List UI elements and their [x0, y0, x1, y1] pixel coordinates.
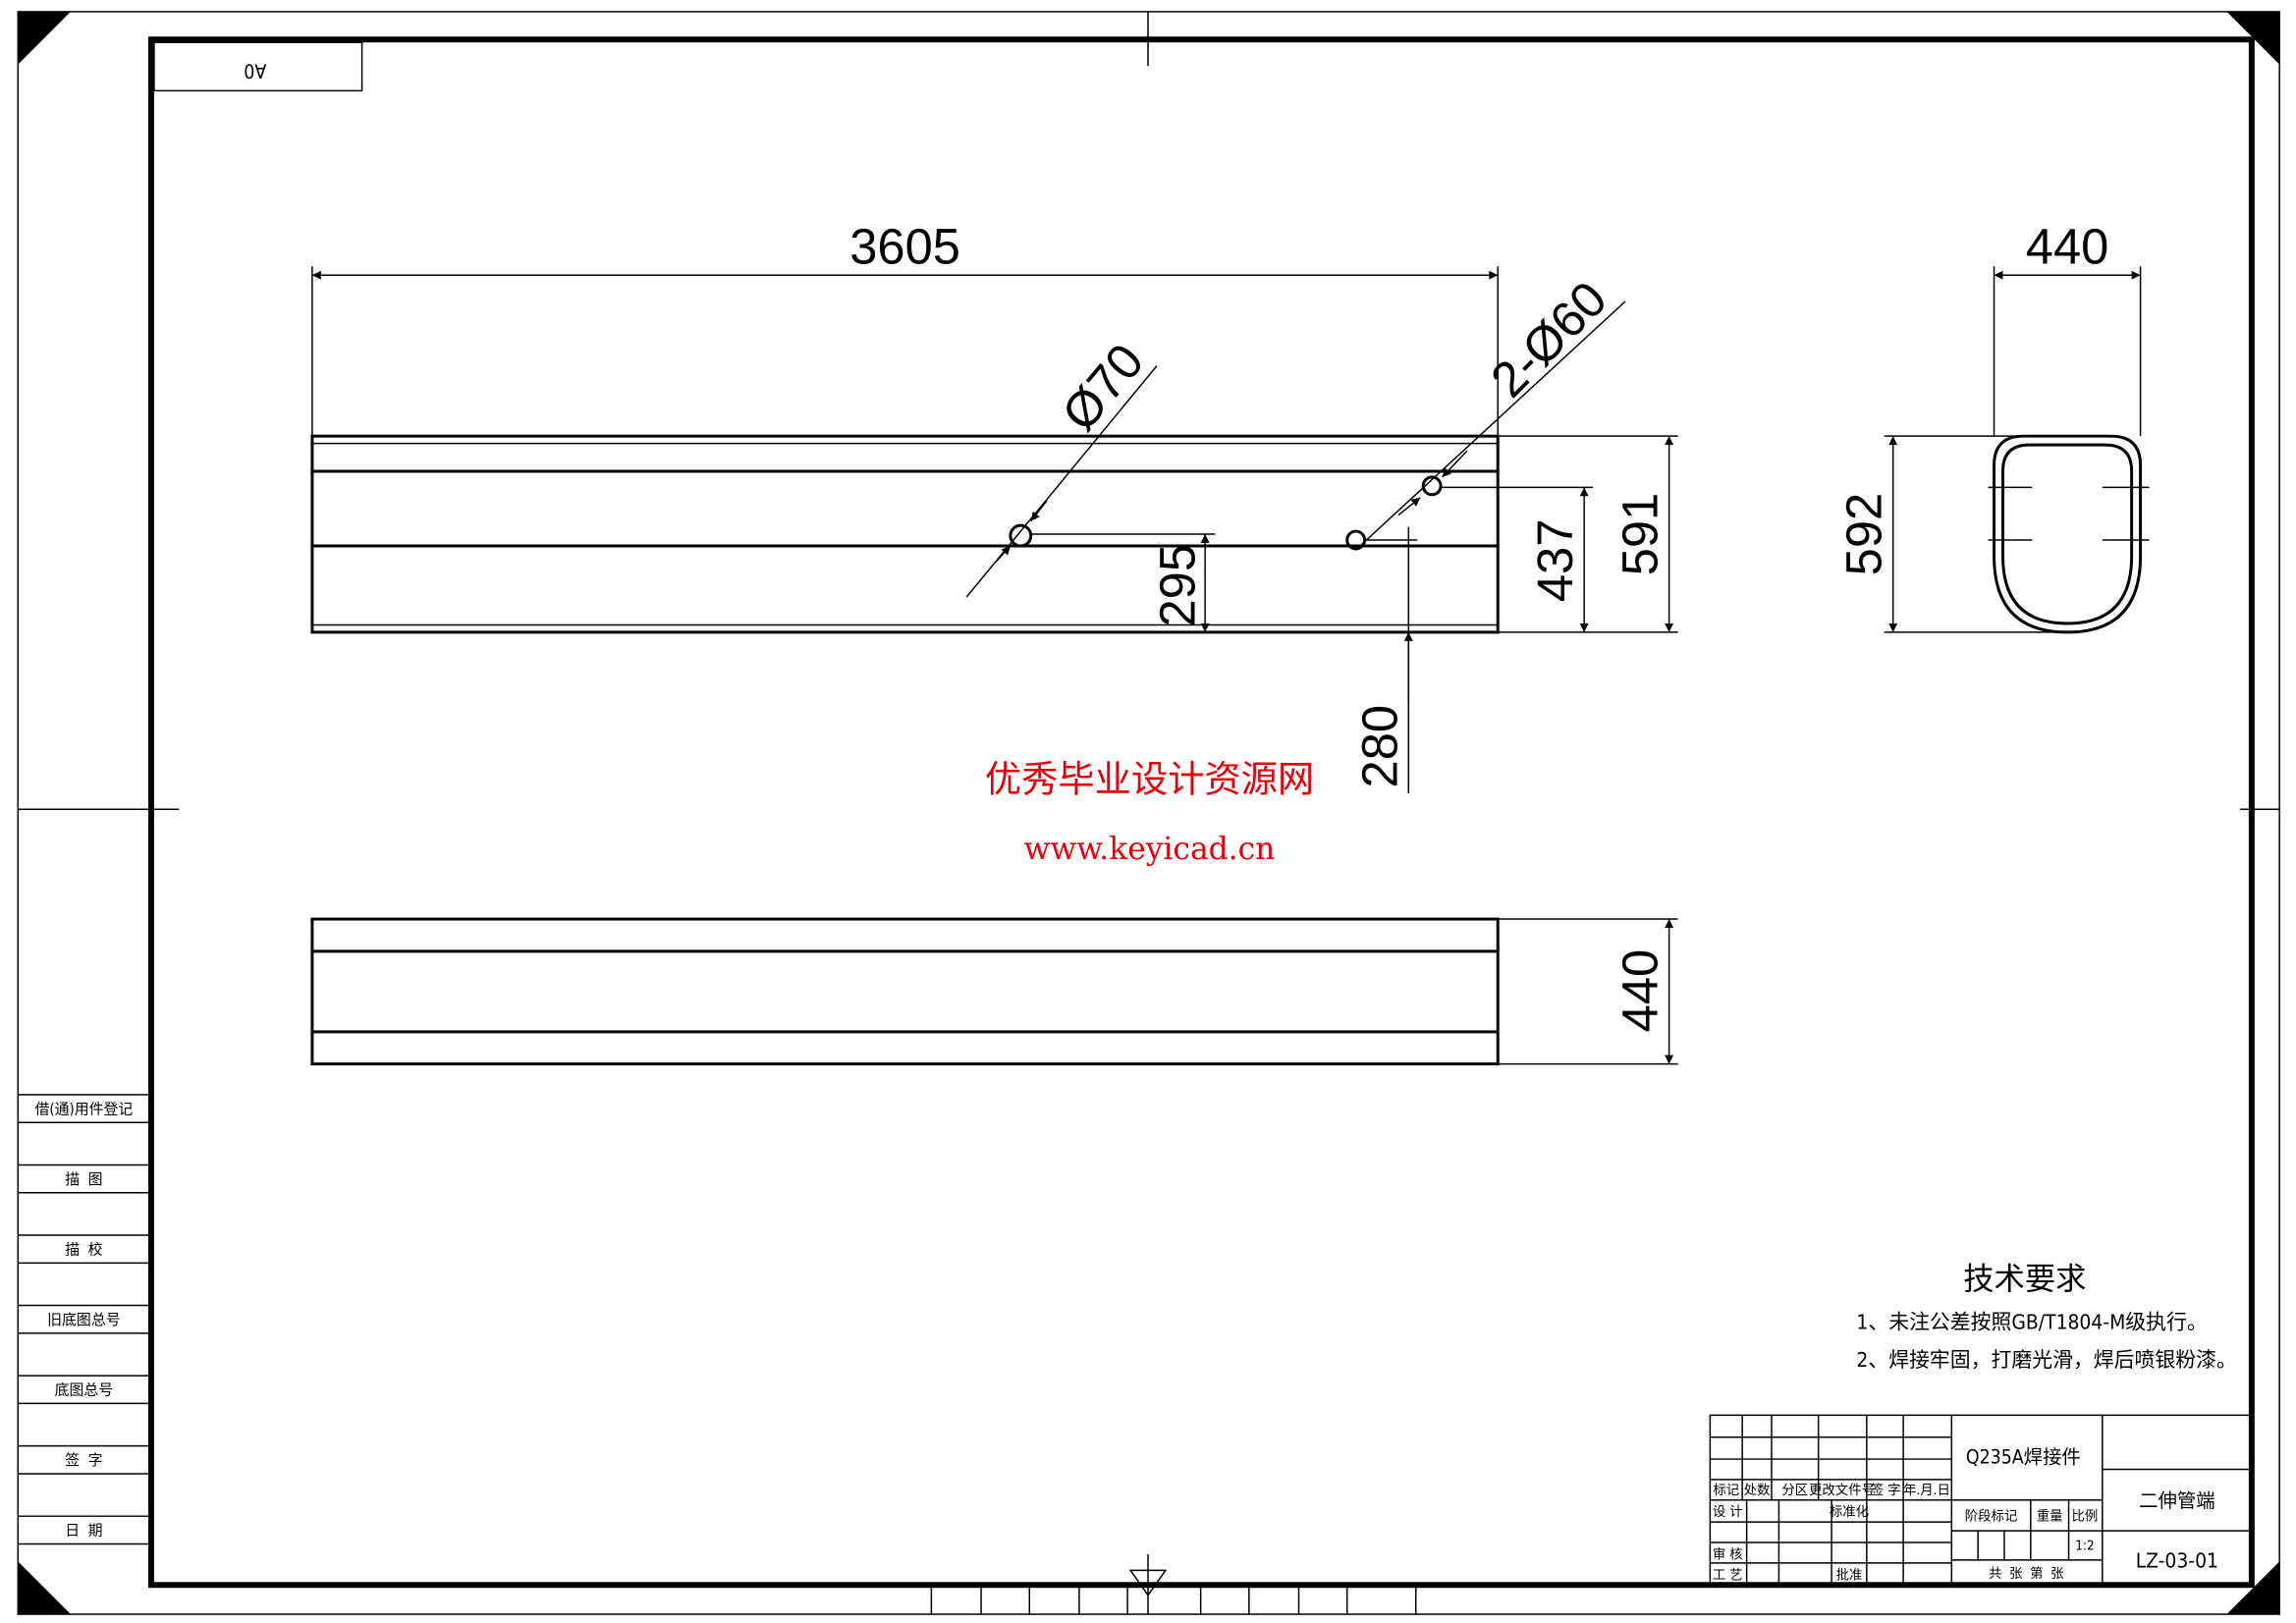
sheet-size-box [153, 41, 363, 92]
strip-label-base-no: 底图总号 [55, 1380, 114, 1398]
dim-holes-60: 2-Ø60 [1480, 270, 1617, 407]
front-view [310, 434, 1500, 634]
corner-marks [18, 11, 2280, 1615]
side-view [1988, 434, 2150, 634]
left-strip [18, 1094, 148, 1545]
note-2: 2、焊接牢固，打磨光滑，焊后喷银粉漆。 [1856, 1348, 2236, 1372]
tb-sheets: 共 张 第 张 [1989, 1565, 2064, 1582]
dim-591: 591 [1613, 493, 1668, 576]
tb-scale-value: 1:2 [2075, 1539, 2094, 1553]
hole-70 [1009, 523, 1033, 548]
tb-material: Q235A焊接件 [1966, 1446, 2081, 1469]
dim-side-440: 440 [2026, 218, 2109, 274]
notes-title: 技术要求 [1963, 1262, 2086, 1297]
hole-60-a [1421, 475, 1443, 497]
strip-label-borrowed: 借(通)用件登记 [34, 1100, 133, 1117]
tb-design: 设 计 [1713, 1504, 1743, 1520]
tb-header-zone: 分区 [1781, 1483, 1808, 1498]
tb-process: 工 艺 [1713, 1567, 1743, 1583]
tb-header-mark: 标记 [1713, 1483, 1739, 1498]
tb-header-count: 处数 [1744, 1483, 1771, 1498]
top-dimensions [1498, 918, 1678, 1065]
dim-437: 437 [1527, 519, 1583, 603]
note-1: 1、未注公差按照GB/T1804-M级执行。 [1856, 1310, 2207, 1333]
front-dimensions [311, 266, 1678, 793]
tb-header-change-doc: 更改文件号 [1809, 1483, 1875, 1498]
strip-label-trace: 描 图 [65, 1170, 102, 1188]
watermark-title: 优秀毕业设计资源网 [985, 757, 1314, 800]
bottom-zone-strip [930, 1585, 1417, 1615]
tb-stage-mark: 阶段标记 [1965, 1509, 2018, 1525]
tb-header-date: 年.月.日 [1903, 1483, 1950, 1498]
strip-label-signature: 签 字 [65, 1451, 102, 1469]
outer-border [17, 11, 2280, 1615]
tb-ratio: 比例 [2072, 1509, 2099, 1525]
tb-drawing-no: LZ-03-01 [2136, 1548, 2218, 1572]
watermark-url: www.keyicad.cn [1024, 832, 1276, 867]
tb-review: 审 核 [1713, 1546, 1743, 1562]
dim-side-592: 592 [1836, 493, 1892, 576]
dim-295: 295 [1150, 544, 1206, 627]
dim-280: 280 [1351, 705, 1407, 788]
strip-label-trace-check: 描 校 [65, 1240, 102, 1258]
tb-standardize: 标准化 [1830, 1504, 1869, 1520]
top-view [310, 917, 1500, 1066]
title-block [1709, 1414, 2253, 1586]
strip-label-old-base-no: 旧底图总号 [47, 1311, 120, 1328]
sheet-size-label: A0 [244, 60, 266, 82]
tb-header-sign: 签 字 [1871, 1482, 1901, 1498]
side-dimensions [1884, 266, 2142, 633]
tb-approve: 批准 [1836, 1567, 1863, 1583]
centering-marks [18, 11, 2280, 1615]
dim-top-440: 440 [1613, 949, 1668, 1033]
tb-weight: 重量 [2037, 1509, 2063, 1525]
tb-part-name: 二伸管端 [2139, 1489, 2214, 1512]
dim-hole-70: Ø70 [1051, 333, 1154, 441]
strip-label-date: 日 期 [65, 1522, 102, 1540]
dim-length-3605: 3605 [849, 218, 960, 274]
